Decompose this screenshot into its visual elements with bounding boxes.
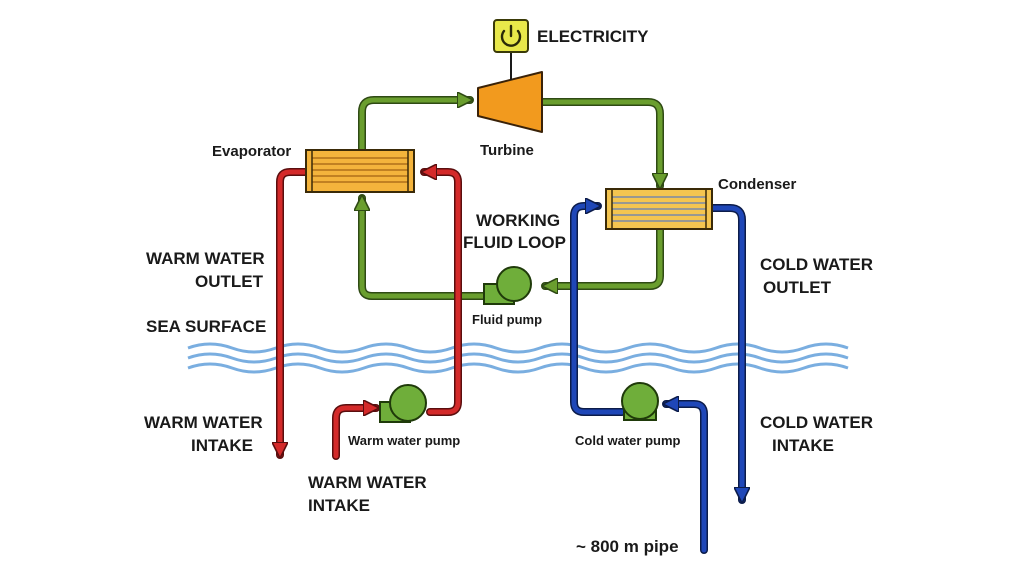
sea-waves xyxy=(187,342,849,374)
working-fluid-label-line2: FLUID LOOP xyxy=(463,233,566,252)
cold-intake-label-line1: COLD WATER xyxy=(760,413,873,432)
working-fluid-label-line1: WORKING xyxy=(476,211,560,230)
fluid-pump xyxy=(483,266,532,305)
cold-intake-label-line2: INTAKE xyxy=(772,436,834,455)
warm-intake-bottom-label-line2: INTAKE xyxy=(308,496,370,515)
cold-water-loop xyxy=(570,202,742,554)
pipe-warm-intake xyxy=(332,404,380,460)
fluid-pump-label: Fluid pump xyxy=(472,312,542,327)
turbine xyxy=(477,71,543,133)
power-icon xyxy=(500,24,522,47)
turbine-label: Turbine xyxy=(480,142,534,159)
cold-water-pump-label: Cold water pump xyxy=(575,433,681,448)
cold-outlet-label-line2: OUTLET xyxy=(763,278,832,297)
evaporator xyxy=(305,149,415,193)
evaporator-label: Evaporator xyxy=(212,143,291,160)
warm-water-pump xyxy=(379,384,427,423)
pipe-evap-to-turbine xyxy=(358,96,474,156)
pipe-cold-intake-deep xyxy=(662,400,708,554)
warm-outlet-label-line1: WARM WATER xyxy=(146,249,265,268)
pipe-turbine-to-condenser xyxy=(536,98,664,190)
sea-surface-label: SEA SURFACE xyxy=(146,317,266,336)
cold-water-pump xyxy=(621,382,659,421)
cold-outlet-label-line1: COLD WATER xyxy=(760,255,873,274)
warm-outlet-label-line2: OUTLET xyxy=(195,272,264,291)
electricity-source xyxy=(493,19,529,80)
warm-intake-bottom-label-line1: WARM WATER xyxy=(308,473,427,492)
pipe-cold-pump-to-condenser xyxy=(570,202,626,416)
warm-intake-left-label-line2: INTAKE xyxy=(191,436,253,455)
warm-intake-left-label-line1: WARM WATER xyxy=(144,413,263,432)
warm-water-loop xyxy=(276,168,462,460)
wave-line xyxy=(187,352,849,364)
condenser xyxy=(605,188,713,230)
wave-line xyxy=(187,342,849,354)
condenser-label: Condenser xyxy=(718,176,797,193)
electricity-label: ELECTRICITY xyxy=(537,27,649,46)
warm-water-pump-label: Warm water pump xyxy=(348,433,460,448)
pipe-warm-outlet xyxy=(276,168,310,459)
pipe-length-label: ~ 800 m pipe xyxy=(576,537,679,556)
working-fluid-loop xyxy=(358,96,664,300)
wave-line xyxy=(187,362,849,374)
